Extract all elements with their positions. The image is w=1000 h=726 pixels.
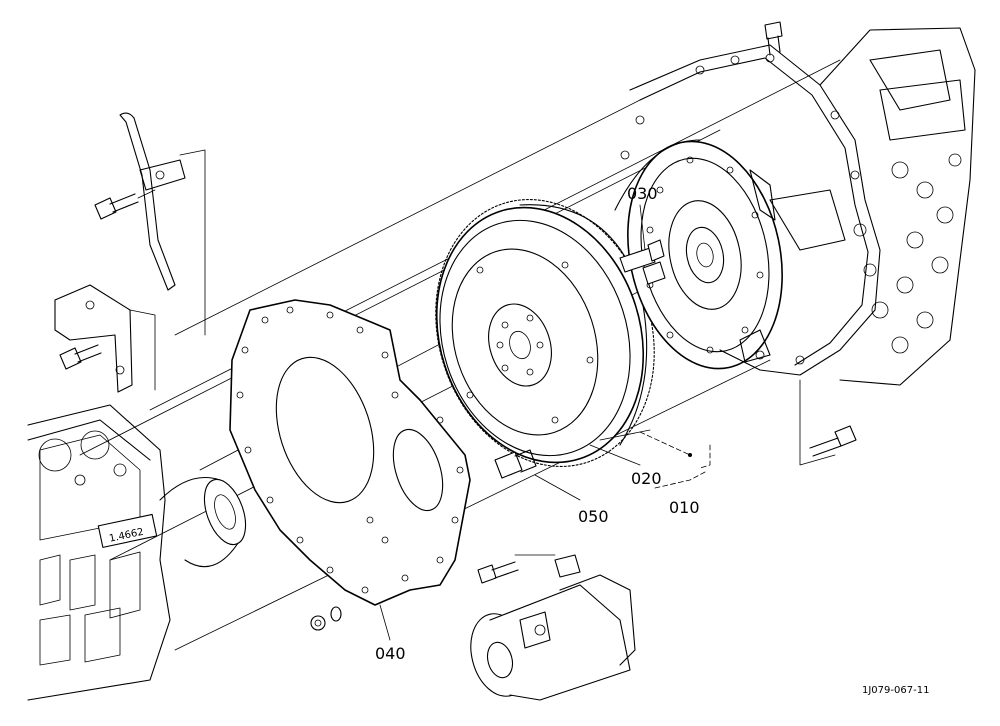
bracket (54, 284, 156, 393)
dipstick-tube (119, 112, 206, 336)
nut-washer (310, 606, 342, 631)
callout-020: 020 (631, 469, 662, 488)
callout-030: 030 (627, 184, 658, 203)
callout-labels: 030 020 010 050 040 (375, 184, 700, 663)
bolt-dipstick (94, 189, 156, 220)
figure-reference-code: 1J079-067-11 (862, 685, 929, 696)
bolt-transmission-top (764, 21, 783, 56)
bolt-transmission-lower (799, 379, 857, 466)
clutch-bolts (619, 239, 666, 285)
dowel-bolt (494, 449, 537, 479)
callout-050: 050 (578, 507, 609, 526)
callout-010: 010 (669, 498, 700, 517)
clutch-assembly (614, 139, 783, 370)
engine-block: 1.4662 (27, 404, 247, 701)
transmission-housing (620, 27, 976, 386)
callout-leaders (379, 204, 711, 641)
bolt-starter (477, 554, 556, 584)
callout-040: 040 (375, 644, 406, 663)
bolt-bracket (59, 344, 102, 370)
flywheel-housing-plate (229, 299, 471, 606)
starter-motor (470, 554, 636, 701)
